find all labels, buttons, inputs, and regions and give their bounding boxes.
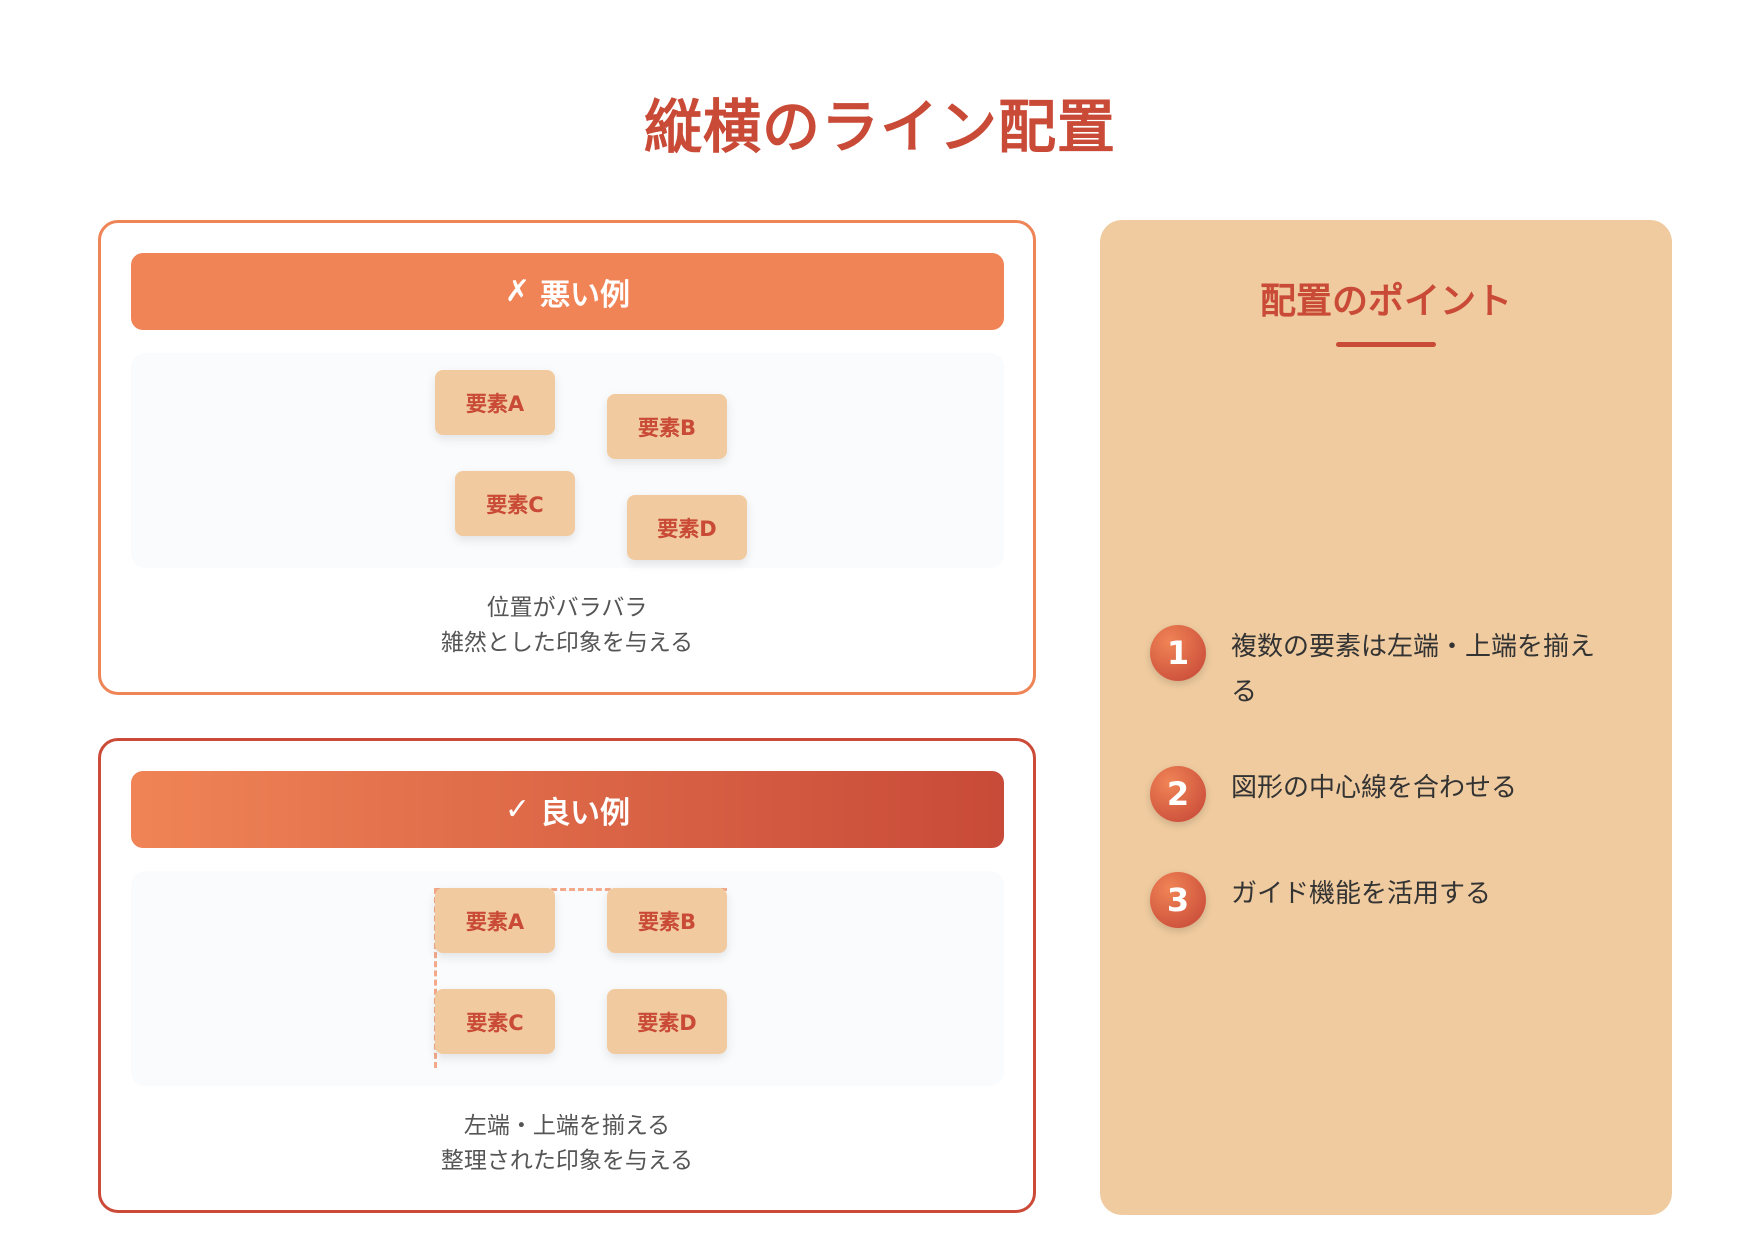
check-icon: ✓: [504, 792, 531, 827]
good-caption-line-1: 左端・上端を揃える: [463, 1113, 671, 1139]
number-badge-3: 3: [1150, 872, 1206, 928]
bad-caption-line-1: 位置がバラバラ: [486, 595, 648, 621]
page-title: 縦横のライン配置: [643, 93, 1116, 161]
bad-example-caption: 位置がバラバラ 雑然とした印象を与える: [101, 591, 1033, 661]
number-badge-2: 2: [1150, 766, 1206, 822]
element-d: 要素D: [627, 495, 747, 560]
good-example-header: ✓ 良い例: [131, 771, 1004, 848]
points-title: 配置のポイント: [1259, 281, 1512, 322]
element-b: 要素B: [607, 394, 727, 459]
number-badge-1: 1: [1150, 625, 1206, 681]
element-b: 要素B: [607, 888, 727, 953]
bad-example-canvas: 要素A 要素B 要素C 要素D: [131, 353, 1004, 568]
element-a: 要素A: [435, 888, 555, 953]
placement-points-panel: 配置のポイント 1 複数の要素は左端・上端を揃える 2 図形の中心線を合わせる …: [1100, 220, 1672, 1215]
bad-example-label: 悪い例: [540, 277, 631, 313]
point-item-2: 2 図形の中心線を合わせる: [1150, 766, 1630, 822]
good-caption-line-2: 整理された印象を与える: [440, 1148, 694, 1174]
bad-example-header: ✗ 悪い例: [131, 253, 1004, 330]
point-item-3: 3 ガイド機能を活用する: [1150, 872, 1630, 928]
element-d: 要素D: [607, 989, 727, 1054]
good-example-caption: 左端・上端を揃える 整理された印象を与える: [101, 1109, 1033, 1179]
point-item-1: 1 複数の要素は左端・上端を揃える: [1150, 625, 1630, 715]
good-example-panel: ✓ 良い例 要素A 要素B 要素C 要素D 左端・上端を揃える 整理された印象を…: [98, 738, 1036, 1213]
point-text-3: ガイド機能を活用する: [1231, 879, 1492, 909]
good-example-canvas: 要素A 要素B 要素C 要素D: [131, 871, 1004, 1086]
point-text-2: 図形の中心線を合わせる: [1231, 773, 1518, 803]
bad-caption-line-2: 雑然とした印象を与える: [440, 630, 694, 656]
cross-icon: ✗: [504, 274, 531, 309]
element-c: 要素C: [455, 471, 575, 536]
element-c: 要素C: [435, 989, 555, 1054]
left-alignment-guide: [434, 888, 437, 1068]
element-a: 要素A: [435, 370, 555, 435]
top-alignment-guide: [435, 888, 727, 891]
bad-example-panel: ✗ 悪い例 要素A 要素B 要素C 要素D 位置がバラバラ 雑然とした印象を与え…: [98, 220, 1036, 695]
title-underline: [1336, 342, 1436, 347]
good-example-label: 良い例: [540, 795, 631, 831]
point-text-1: 複数の要素は左端・上端を揃える: [1231, 632, 1596, 707]
